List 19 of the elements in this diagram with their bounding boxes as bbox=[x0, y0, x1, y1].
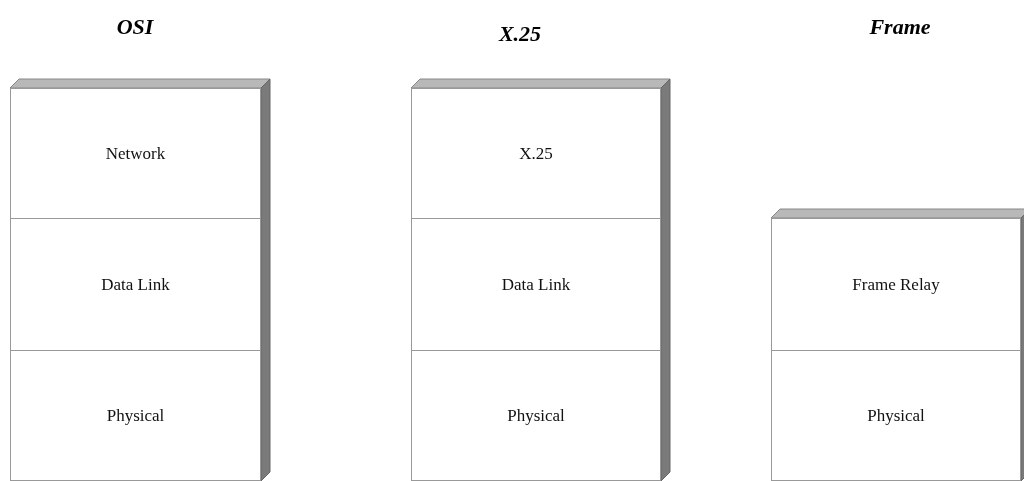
layer-box bbox=[411, 88, 661, 219]
layer-label: Data Link bbox=[501, 274, 571, 295]
layer-box bbox=[10, 88, 261, 219]
column-title: OSI bbox=[116, 14, 154, 40]
layer-box bbox=[10, 350, 261, 481]
layer-box bbox=[771, 350, 1021, 481]
layer-label: Data Link bbox=[101, 274, 170, 295]
layer-box bbox=[771, 218, 1021, 351]
layer-box bbox=[411, 218, 661, 351]
layer-label: Frame Relay bbox=[852, 274, 940, 295]
layer-box bbox=[10, 218, 261, 351]
layer-label: Network bbox=[105, 143, 166, 164]
layer-label: X.25 bbox=[519, 143, 553, 164]
layer-label: Physical bbox=[507, 405, 565, 426]
column-title: X.25 bbox=[498, 21, 542, 47]
layer-label: Physical bbox=[106, 405, 165, 426]
layer-label: Physical bbox=[867, 405, 925, 426]
layer-box bbox=[411, 350, 661, 481]
column-title: Frame bbox=[869, 14, 931, 40]
